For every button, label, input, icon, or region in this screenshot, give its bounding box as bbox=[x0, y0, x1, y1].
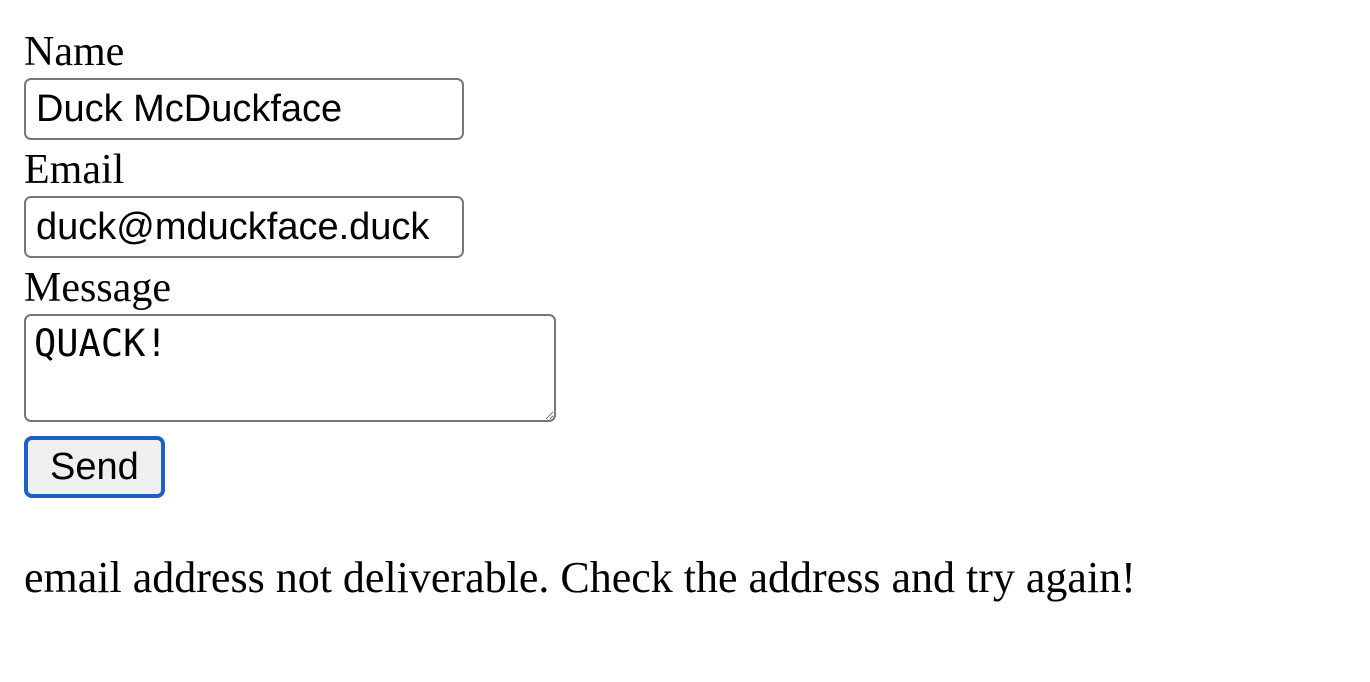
status-message: email address not deliverable. Check the… bbox=[24, 553, 1136, 602]
message-label: Message bbox=[24, 265, 171, 311]
name-field[interactable] bbox=[24, 78, 464, 140]
contact-form: Name Email Message QUACK! Send email add… bbox=[24, 26, 1324, 606]
email-field[interactable] bbox=[24, 196, 464, 258]
send-button[interactable]: Send bbox=[24, 436, 165, 498]
message-field[interactable]: QUACK! bbox=[24, 314, 556, 422]
name-label: Name bbox=[24, 29, 125, 75]
email-label: Email bbox=[24, 147, 125, 193]
